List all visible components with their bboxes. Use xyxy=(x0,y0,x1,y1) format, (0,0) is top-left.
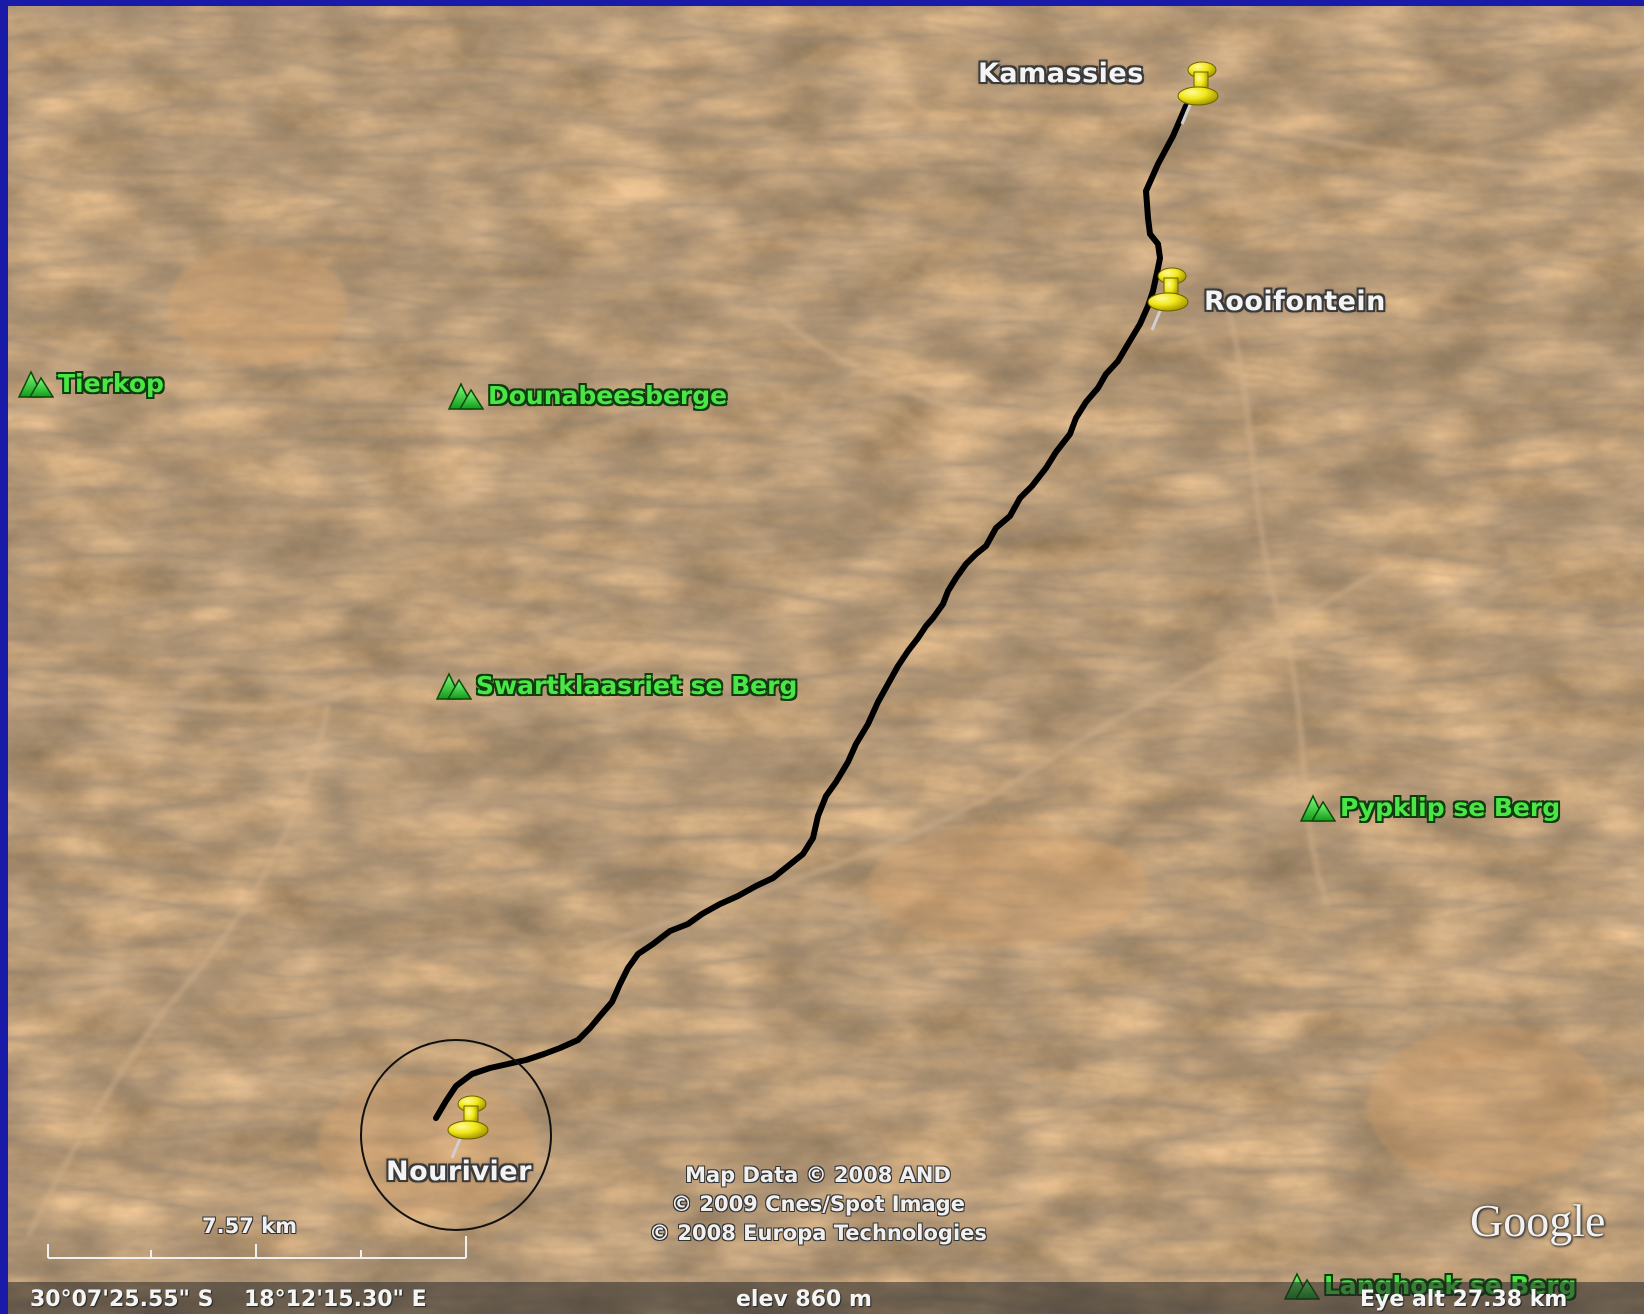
map-viewport[interactable]: Kamassies Rooifontein Nourivier Tierkop … xyxy=(8,6,1644,1314)
scale-label: 7.57 km xyxy=(202,1214,297,1238)
satellite-terrain[interactable] xyxy=(8,6,1644,1314)
status-bar xyxy=(8,1282,1644,1314)
peak-label: Tierkop xyxy=(58,368,164,398)
peak-marker-pypklip[interactable]: Pypklip se Berg xyxy=(1300,792,1560,822)
green-mountain-icon xyxy=(448,382,484,410)
highlight-circle xyxy=(360,1039,552,1231)
placemark-label-rooifontein[interactable]: Rooifontein xyxy=(1204,286,1386,317)
latitude-readout: 30°07'25.55" S xyxy=(30,1287,214,1312)
elevation-readout: elev 860 m xyxy=(736,1287,872,1312)
peak-label: Pypklip se Berg xyxy=(1340,792,1561,822)
peak-marker-tierkop[interactable]: Tierkop xyxy=(18,368,164,398)
green-mountain-icon xyxy=(436,672,472,700)
peak-label: Dounabeesberge xyxy=(488,380,728,410)
yellow-pushpin-icon[interactable] xyxy=(1138,264,1198,334)
peak-label: Swartklaasriet se Berg xyxy=(476,670,798,700)
green-mountain-icon xyxy=(1300,794,1336,822)
placemark-label-nourivier[interactable]: Nourivier xyxy=(386,1156,532,1187)
google-logo: Google xyxy=(1470,1195,1606,1246)
route-line[interactable] xyxy=(8,6,1644,1314)
green-mountain-icon xyxy=(18,370,54,398)
longitude-readout: 18°12'15.30" E xyxy=(244,1287,427,1312)
yellow-pushpin-icon[interactable] xyxy=(438,1092,498,1162)
placemark-label-kamassies[interactable]: Kamassies xyxy=(978,58,1144,89)
peak-marker-swartklaasriet[interactable]: Swartklaasriet se Berg xyxy=(436,670,797,700)
yellow-pushpin-icon[interactable] xyxy=(1168,58,1228,128)
map-credits: Map Data © 2008 AND © 2009 Cnes/Spot Ima… xyxy=(628,1161,1008,1248)
credit-line: © 2009 Cnes/Spot Image xyxy=(671,1192,965,1216)
credit-line: © 2008 Europa Technologies xyxy=(649,1221,987,1245)
credit-line: Map Data © 2008 AND xyxy=(685,1163,951,1187)
peak-marker-dounabeesberge[interactable]: Dounabeesberge xyxy=(448,380,727,410)
eye-altitude-readout: Eye alt 27.38 km xyxy=(1360,1287,1568,1312)
scale-bar xyxy=(47,1236,467,1259)
